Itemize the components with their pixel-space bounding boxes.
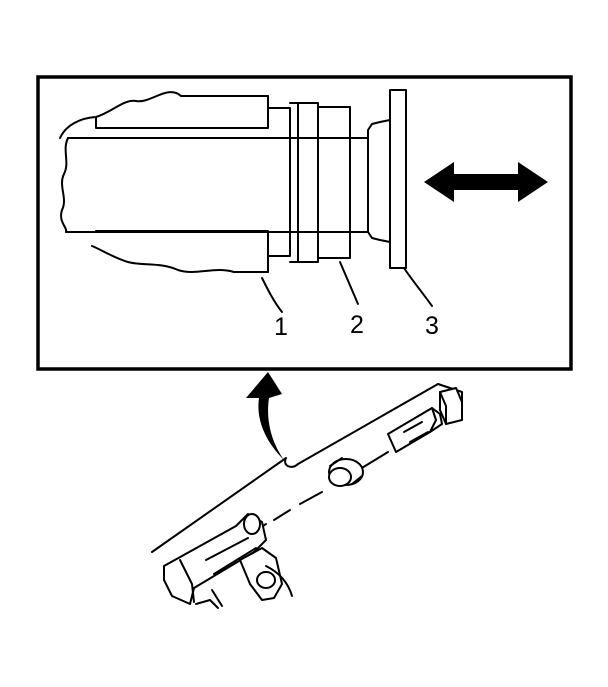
leader-2: [339, 261, 359, 305]
housing-bore: [59, 91, 269, 139]
mounting-hole: [256, 571, 276, 589]
valve-body-ribs: [205, 537, 257, 575]
plunger-collar: [429, 407, 437, 433]
seal-ring-inner: [328, 467, 352, 487]
bushing-2: [289, 102, 351, 263]
bushing-1: [267, 95, 291, 273]
seal-ring-side: [329, 457, 363, 485]
assembly-view: [151, 383, 463, 609]
tool-plunger: [367, 119, 391, 243]
valve-body-edge: [179, 559, 195, 603]
mount-foot: [195, 589, 223, 609]
tool-plate: [389, 89, 407, 269]
callout-3: 3: [425, 312, 439, 340]
housing-break-edge: [60, 137, 69, 233]
inset-frame: [36, 75, 573, 371]
plunger-threads: [403, 421, 429, 443]
curved-arrow-icon: [246, 372, 284, 460]
leader-3: [403, 267, 433, 307]
end-plug: [439, 387, 463, 425]
end-plug-edge: [439, 391, 447, 425]
detail-inset: 1 2 3: [36, 75, 573, 371]
double-headed-arrow-icon: [424, 162, 548, 202]
wire-lead: [265, 565, 293, 597]
callout-2: 2: [350, 311, 364, 339]
leader-1: [261, 277, 283, 313]
bushing-boss: [243, 513, 261, 535]
centerline: [253, 451, 389, 533]
housing-outline-top: [151, 383, 439, 553]
callout-1: 1: [274, 313, 288, 341]
housing-bore-lower: [91, 230, 269, 273]
